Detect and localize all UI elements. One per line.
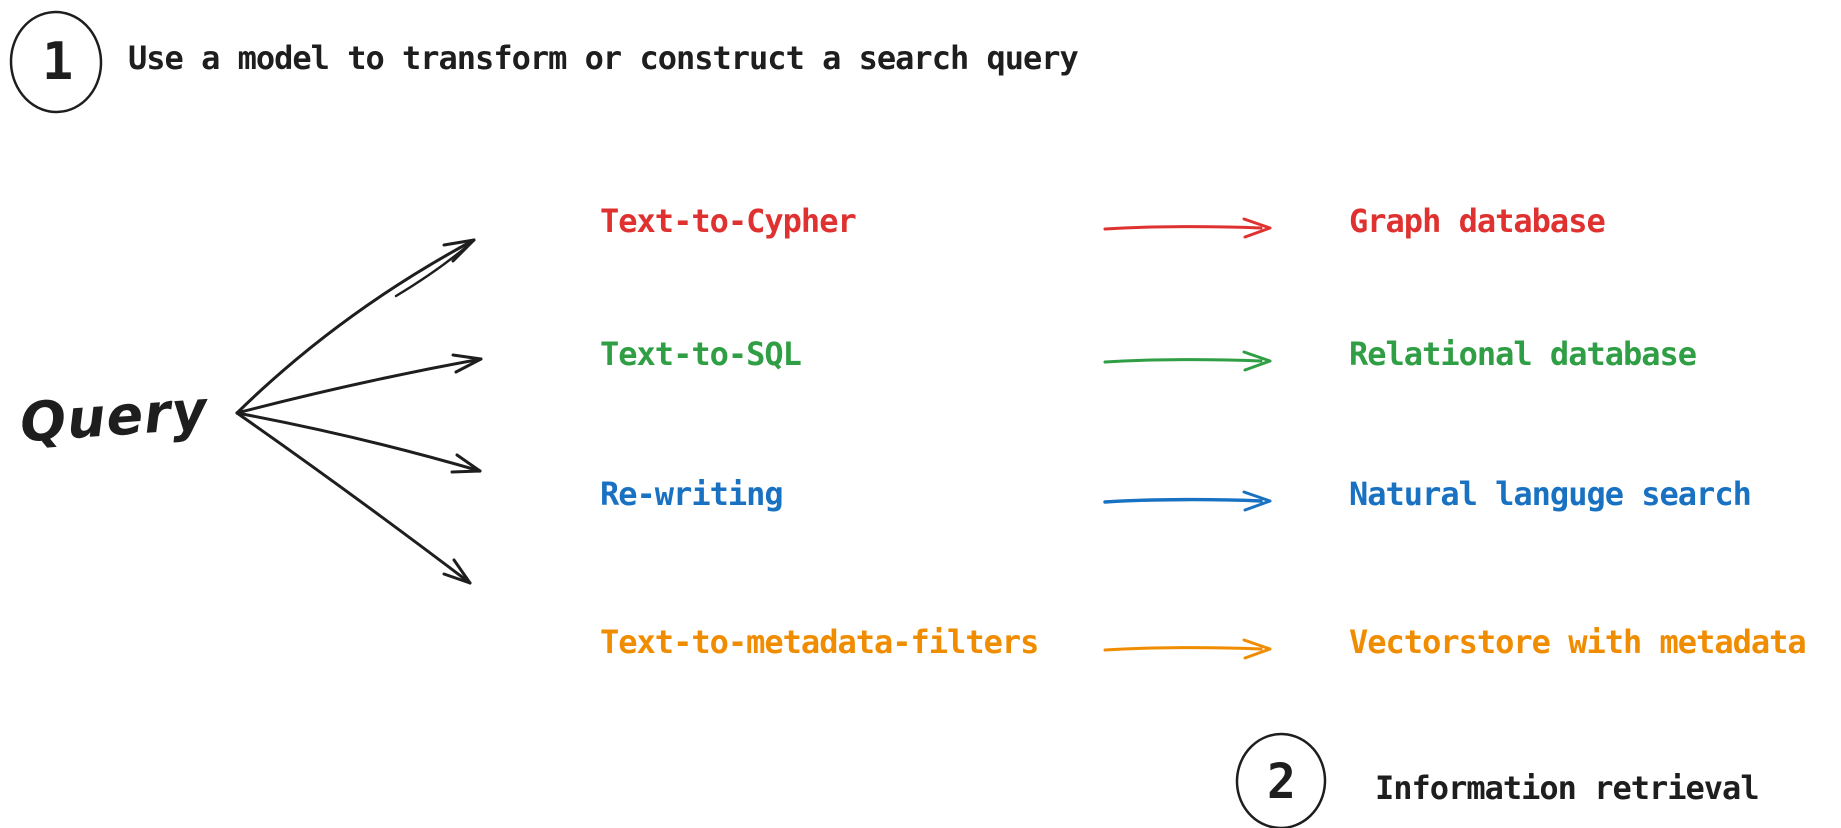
fan-arrow-to-text-to-sql: [235, 353, 483, 415]
target-label-natural-language-search: Natural languge search: [1349, 475, 1752, 513]
step-2-number: 2: [1267, 754, 1296, 810]
target-label-relational-database: Relational database: [1349, 335, 1697, 373]
fan-arrow-to-text-to-metadata-filters: [235, 411, 472, 585]
method-label-text-to-metadata-filters: Text-to-metadata-filters: [600, 623, 1039, 661]
step-1-label: Use a model to transform or construct a …: [128, 39, 1079, 77]
query-label: Query: [17, 378, 210, 455]
method-label-re-writing: Re-writing: [600, 475, 784, 513]
target-label-vectorstore-with-metadata: Vectorstore with metadata: [1349, 623, 1807, 661]
method-label-text-to-sql: Text-to-SQL: [600, 335, 802, 373]
target-label-graph-database: Graph database: [1349, 202, 1606, 240]
step-2-label: Information retrieval: [1375, 769, 1760, 807]
arrow-rewriting-to-nl-search: [1103, 490, 1272, 512]
fan-arrow-to-re-writing: [235, 411, 482, 474]
arrow-sql-to-relational-db: [1103, 350, 1272, 372]
arrow-metadata-to-vectorstore: [1103, 638, 1272, 660]
step-1-number: 1: [42, 32, 74, 92]
method-label-text-to-cypher: Text-to-Cypher: [600, 202, 857, 240]
fan-arrow-to-text-to-cypher: [235, 238, 476, 415]
step-1-circle: [9, 10, 103, 114]
arrow-cypher-to-graph-db: [1103, 217, 1272, 239]
